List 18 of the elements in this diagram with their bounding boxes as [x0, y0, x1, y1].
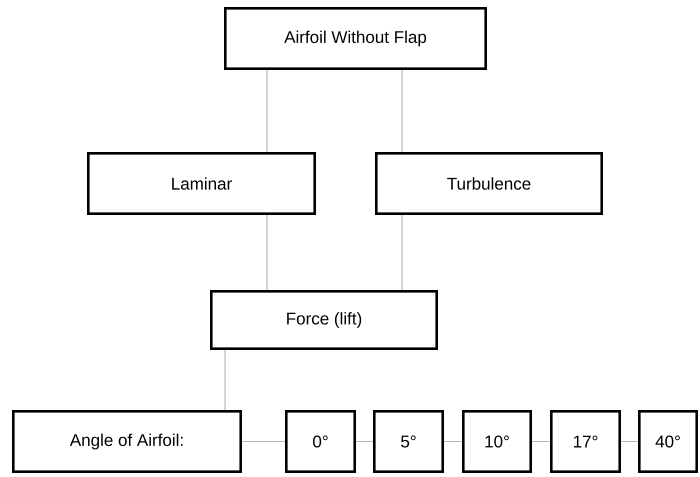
- box: 17°: [550, 410, 621, 473]
- box: Laminar: [87, 152, 316, 215]
- box: Force (lift): [210, 290, 438, 350]
- box: 10°: [462, 410, 532, 473]
- connector-line: [266, 70, 268, 152]
- box: Angle of Airfoil:: [12, 410, 242, 473]
- connector-line: [356, 441, 374, 442]
- box: Airfoil Without Flap: [224, 7, 487, 70]
- connector-line: [620, 441, 638, 442]
- connector-line: [242, 441, 286, 442]
- box: 5°: [373, 410, 444, 473]
- box: Turbulence: [375, 152, 603, 215]
- connector-line: [224, 350, 226, 410]
- connector-line: [444, 441, 462, 442]
- box: 40°: [638, 410, 698, 473]
- box: 0°: [285, 410, 356, 473]
- connector-line: [532, 441, 550, 442]
- connector-line: [266, 214, 268, 290]
